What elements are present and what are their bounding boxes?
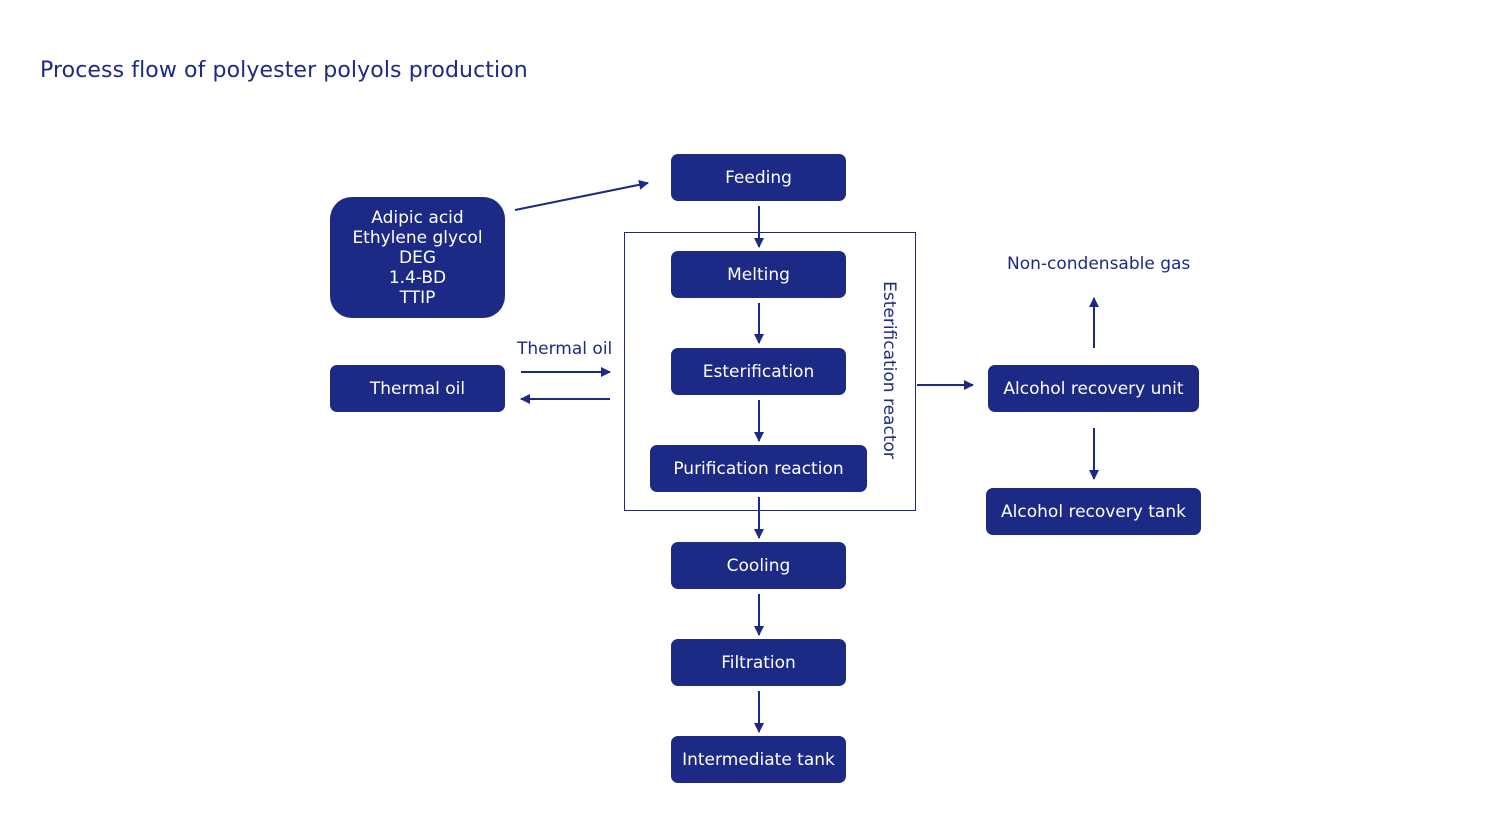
raw-material-item: Adipic acid — [371, 207, 464, 228]
alcohol-recovery-unit-node: Alcohol recovery unit — [988, 365, 1199, 412]
non-condensable-gas-label: Non-condensable gas — [1007, 254, 1191, 274]
melting-node: Melting — [671, 251, 846, 298]
thermal-oil-flow-label: Thermal oil — [517, 339, 613, 359]
esterification-reactor-label: Esterification reactor — [879, 281, 899, 459]
cooling-node: Cooling — [671, 542, 846, 589]
filtration-node: Filtration — [671, 639, 846, 686]
feeding-node: Feeding — [671, 154, 846, 201]
purification-reaction-node: Purification reaction — [650, 445, 867, 492]
arrow-raw-materials-to-feeding — [514, 179, 649, 211]
intermediate-tank-node: Intermediate tank — [671, 736, 846, 783]
raw-material-item: Ethylene glycol — [352, 227, 483, 248]
esterification-node: Esterification — [671, 348, 846, 395]
thermal-oil-node: Thermal oil — [330, 365, 505, 412]
raw-material-item: DEG — [398, 247, 436, 268]
alcohol-recovery-tank-node: Alcohol recovery tank — [986, 488, 1201, 535]
raw-material-item: 1.4-BD — [388, 267, 447, 288]
page-title: Process flow of polyester polyols produc… — [40, 58, 528, 83]
raw-material-item: TTIP — [399, 287, 436, 308]
raw-materials-node: Adipic acid Ethylene glycol DEG 1.4-BD T… — [330, 197, 505, 318]
esterification-reactor-frame — [624, 232, 916, 511]
